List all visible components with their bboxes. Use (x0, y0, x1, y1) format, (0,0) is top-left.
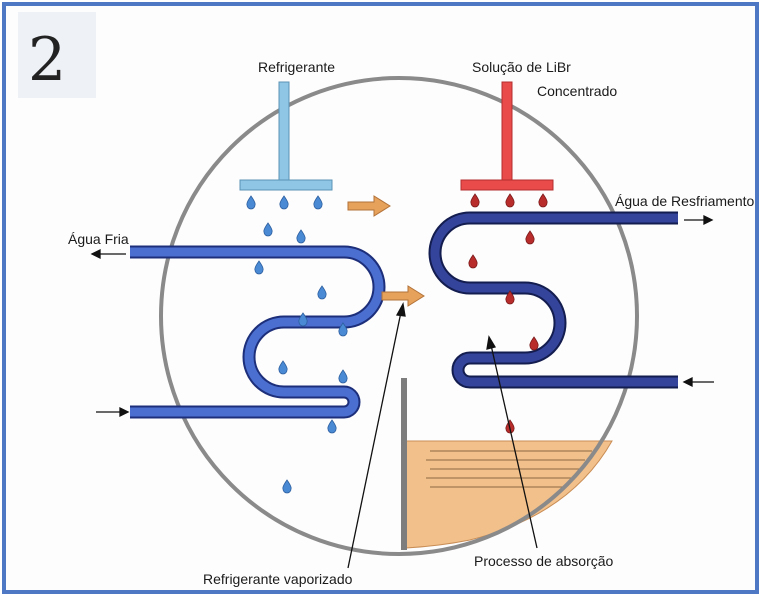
cold-water-coil (130, 247, 384, 417)
cold-water-in-arrow (96, 406, 130, 418)
refrigerant-droplet (279, 195, 289, 210)
libr-droplet (470, 193, 480, 208)
cooling-water-out-arrow (684, 214, 714, 226)
refrigerant-droplet (282, 479, 292, 494)
refrigerant-droplet (263, 222, 273, 237)
refrigerant-droplet (338, 322, 348, 337)
figure-number: 2 (28, 25, 66, 95)
absorption-process-leader (486, 335, 538, 549)
partition-wall (401, 378, 407, 550)
refrigerant-droplet (298, 312, 308, 327)
refrigerant-droplet (327, 419, 337, 434)
libr-droplet (525, 230, 535, 245)
refrigerant-droplet (338, 369, 348, 384)
libr-concentrate-label: Concentrado (537, 83, 617, 99)
cooling-water-label: Água de Resfriamento (615, 193, 755, 209)
refrigerant-droplet (296, 229, 306, 244)
cold-water-label: Água Fria (68, 231, 129, 247)
libr-droplet (529, 336, 539, 351)
libr-droplet (505, 193, 515, 208)
libr-droplet (468, 254, 478, 269)
libr-solution-label: Solução de LiBr (472, 59, 571, 75)
refrigerant-droplet (254, 260, 264, 275)
vaporized-refrigerant-label: Refrigerante vaporizado (203, 571, 353, 587)
libr-droplet (505, 290, 515, 305)
refrigerant-droplet (317, 285, 327, 300)
refrigerant-droplet (278, 360, 288, 375)
pool-surface-lines (426, 450, 592, 488)
cooling-water-coil (430, 213, 678, 387)
vapor-arrow-lower (381, 285, 425, 307)
absorption-process-label: Processo de absorção (474, 553, 614, 569)
libr-distributor (460, 81, 554, 191)
refrigerant-label: Refrigerante (258, 59, 335, 75)
libr-droplets (468, 193, 548, 434)
vapor-arrow-upper (347, 195, 391, 217)
cooling-water-in-arrow (682, 376, 714, 388)
vessel-shell (159, 76, 639, 556)
refrigerant-distributor (239, 81, 333, 191)
cold-water-out-arrow (90, 248, 126, 260)
figure-number-box (18, 12, 96, 98)
refrigerant-droplets (246, 195, 348, 494)
libr-droplet (538, 193, 548, 208)
refrigerant-droplet (246, 195, 256, 210)
vaporized-refrigerant-leader (347, 302, 406, 569)
refrigerant-droplet (313, 195, 323, 210)
